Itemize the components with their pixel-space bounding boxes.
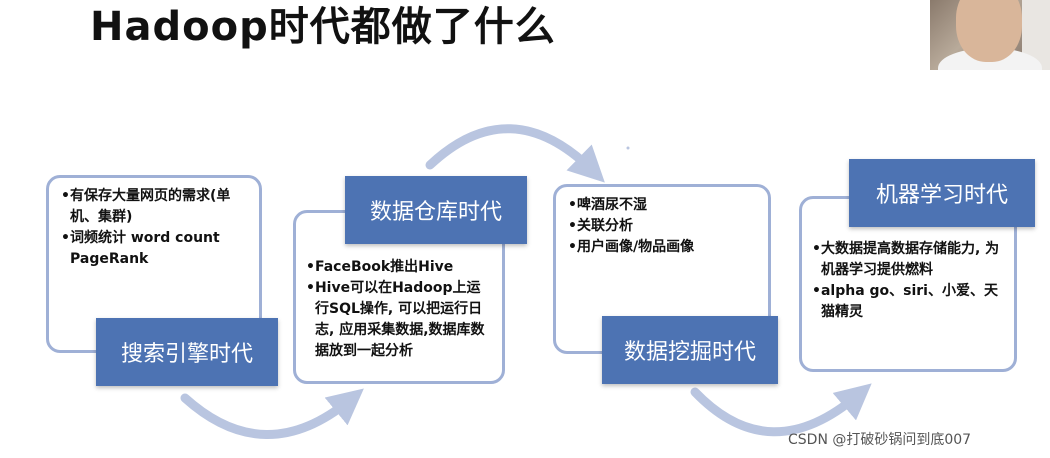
stage-bullet: 词频统计 word count PageRank bbox=[61, 228, 253, 270]
stage-label-warehouse: 数据仓库时代 bbox=[345, 176, 527, 244]
stage-bullet: 啤酒尿不湿 bbox=[568, 195, 760, 216]
stage-bullet: FaceBook推出Hive bbox=[306, 257, 494, 278]
stage-bullet: 用户画像/物品画像 bbox=[568, 237, 760, 258]
stage-label-ml: 机器学习时代 bbox=[849, 159, 1035, 227]
stage-bullet: 关联分析 bbox=[568, 216, 760, 237]
presenter-face bbox=[956, 0, 1022, 62]
stage-label-mining: 数据挖掘时代 bbox=[602, 316, 778, 384]
slide-title: Hadoop时代都做了什么 bbox=[90, 4, 556, 50]
arrow-mining-to-ml bbox=[690, 383, 872, 437]
stage-bullet: 有保存大量网页的需求(单机、集群) bbox=[61, 186, 253, 228]
csdn-watermark: CSDN @打破砂锅问到底007 bbox=[788, 432, 972, 448]
stage-bullet: Hive可以在Hadoop上运行SQL操作, 可以把运行日志, 应用采集数据,数… bbox=[306, 278, 494, 362]
stage-label-search: 搜索引擎时代 bbox=[96, 318, 278, 386]
presenter-webcam-thumbnail bbox=[930, 0, 1050, 70]
stage-bullet: alpha go、siri、小爱、天猫精灵 bbox=[812, 281, 1006, 323]
arrow-search-to-warehouse bbox=[180, 388, 364, 439]
arrow-warehouse-to-mining bbox=[425, 124, 605, 183]
stage-bullet: 大数据提高数据存储能力, 为机器学习提供燃料 bbox=[812, 239, 1006, 281]
